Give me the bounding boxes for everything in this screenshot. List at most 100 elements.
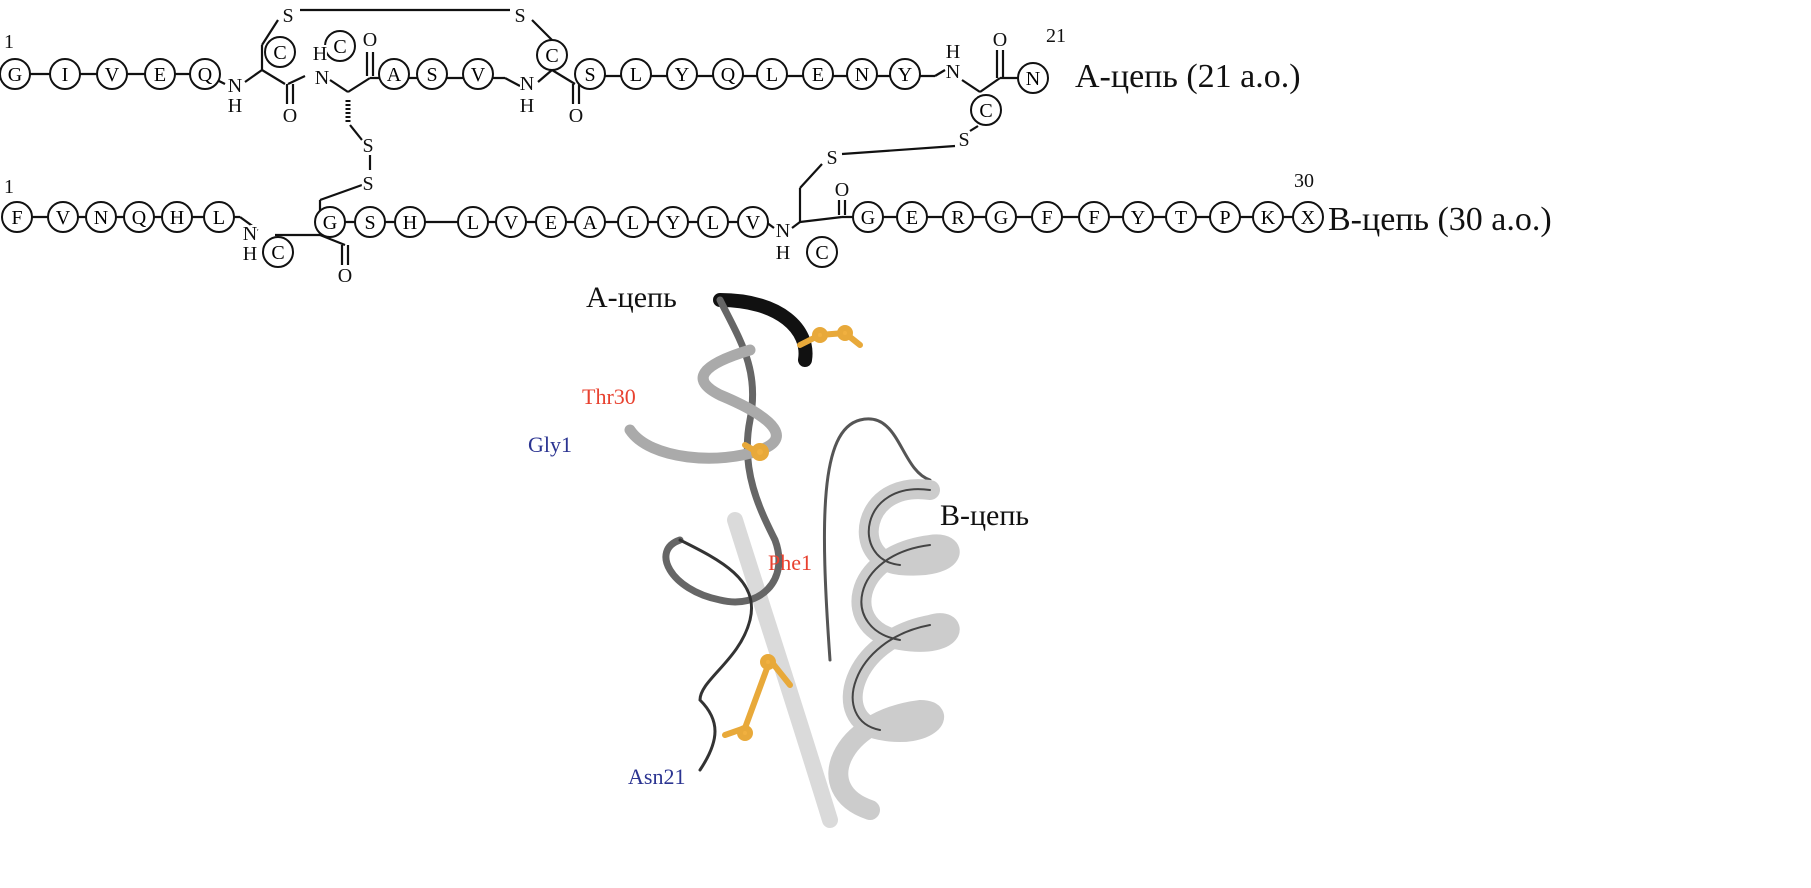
b-chain-residue-29: K xyxy=(1252,201,1284,233)
residue-letter: N xyxy=(1026,68,1040,90)
residue-letter: N xyxy=(94,207,108,229)
b-chain-residue-15: L xyxy=(617,206,649,238)
residue-letter: C xyxy=(333,36,346,58)
a-chain-residue-7: C xyxy=(324,30,356,62)
residue-circle xyxy=(970,94,1002,126)
oxygen-atom-label: O xyxy=(338,265,352,287)
a-chain-residue-8: A xyxy=(378,58,410,90)
residue-letter: E xyxy=(906,207,918,229)
nitrogen-atom-label: N xyxy=(520,73,534,95)
a-chain-residue-4: E xyxy=(144,58,176,90)
hydrogen-atom-label: H xyxy=(243,243,257,265)
residue-circle xyxy=(536,39,568,71)
residue-letter: V xyxy=(471,64,486,86)
residue-circle xyxy=(123,201,155,233)
residue-letter: G xyxy=(8,64,22,86)
residue-letter: G xyxy=(994,207,1008,229)
residue-circle xyxy=(378,58,410,90)
residue-circle xyxy=(1209,201,1241,233)
residue-letter: H xyxy=(403,212,417,234)
a-chain-residue-3: V xyxy=(96,58,128,90)
b-chain-residue-17: L xyxy=(697,206,729,238)
residue-circle xyxy=(47,201,79,233)
residue-circle xyxy=(462,58,494,90)
residue-letter: F xyxy=(1088,207,1099,229)
b-chain-residue-6: L xyxy=(203,201,235,233)
a-chain-residue-16: L xyxy=(756,58,788,90)
sulfur-atom-label: S xyxy=(362,135,373,157)
residue-letter: F xyxy=(11,207,22,229)
residue-circle xyxy=(666,58,698,90)
residue-circle xyxy=(697,206,729,238)
a-chain-residue-1: G xyxy=(0,58,31,90)
a-chain-ribbon xyxy=(624,293,813,772)
residue-letter: C xyxy=(271,242,284,264)
a-chain-residue-13: L xyxy=(620,58,652,90)
residue-letter: Q xyxy=(132,207,147,229)
residue-circle xyxy=(49,58,81,90)
residue-letter: L xyxy=(213,207,225,229)
oxygen-atom-label: O xyxy=(569,105,583,127)
residue-letter: Q xyxy=(721,64,736,86)
residue-circle xyxy=(354,206,386,238)
b-chain-end-number: 30 xyxy=(1294,170,1314,192)
oxygen-atom-label: O xyxy=(993,29,1007,51)
residue-letter: P xyxy=(1219,207,1230,229)
b-chain-residue-25: F xyxy=(1078,201,1110,233)
b-chain-residue-24: F xyxy=(1031,201,1063,233)
residue-letter: Y xyxy=(1131,207,1145,229)
residue-circle xyxy=(1031,201,1063,233)
residue-letter: E xyxy=(812,64,824,86)
thr30-label: Thr30 xyxy=(582,384,636,409)
b-chain-start-number: 1 xyxy=(4,176,14,198)
residue-letter: S xyxy=(426,64,437,86)
b-chain-residue-21: E xyxy=(896,201,928,233)
b-chain-residue-14: A xyxy=(574,206,606,238)
residue-letter: L xyxy=(627,212,639,234)
hydrogen-atom-label: H xyxy=(228,95,242,117)
ribbon-structure xyxy=(624,293,960,828)
residue-letter: S xyxy=(364,212,375,234)
residue-circle xyxy=(712,58,744,90)
residue-letter: Y xyxy=(666,212,680,234)
b-chain-residue-3: N xyxy=(85,201,117,233)
b-chain-residue-4: Q xyxy=(123,201,155,233)
b-chain-residue-5: H xyxy=(161,201,193,233)
residue-letter: V xyxy=(56,207,71,229)
residue-letter: K xyxy=(1261,207,1276,229)
residue-letter: F xyxy=(1041,207,1052,229)
residue-circle xyxy=(574,206,606,238)
residue-letter: G xyxy=(323,212,337,234)
scheme-labels: 1 21 А-цепь (21 а.о.) 1 30 В-цепь (30 а.… xyxy=(4,25,1552,238)
b-chain-residue-23: G xyxy=(985,201,1017,233)
residue-circle xyxy=(846,58,878,90)
b-chain-residue-11: L xyxy=(457,206,489,238)
residue-letter: Y xyxy=(898,64,912,86)
residue-letter: L xyxy=(766,64,778,86)
a-chain-residue-15: Q xyxy=(712,58,744,90)
residue-circle xyxy=(535,206,567,238)
residue-letter: R xyxy=(951,207,965,229)
residue-letter: C xyxy=(815,242,828,264)
b-chain-residue-19: C xyxy=(806,236,838,268)
b-chain-residue-26: Y xyxy=(1122,201,1154,233)
b-chain-residue-28: P xyxy=(1209,201,1241,233)
residue-circle xyxy=(1,201,33,233)
residue-circle xyxy=(985,201,1017,233)
a-chain-residue-2: I xyxy=(49,58,81,90)
residue-circle xyxy=(617,206,649,238)
a-chain-residue-19: Y xyxy=(889,58,921,90)
b-chain-residue-13: E xyxy=(535,206,567,238)
residue-letter: E xyxy=(154,64,166,86)
residue-circle xyxy=(657,206,689,238)
residue-letter: T xyxy=(1175,207,1187,229)
residue-letter: I xyxy=(62,64,69,86)
oxygen-atom-label: O xyxy=(835,179,849,201)
residue-letter: G xyxy=(861,207,875,229)
residue-circle xyxy=(756,58,788,90)
residue-letter: Q xyxy=(198,64,213,86)
a-chain-start-number: 1 xyxy=(4,31,14,53)
a-chain-residue-9: S xyxy=(416,58,448,90)
residue-letter: C xyxy=(545,45,558,67)
